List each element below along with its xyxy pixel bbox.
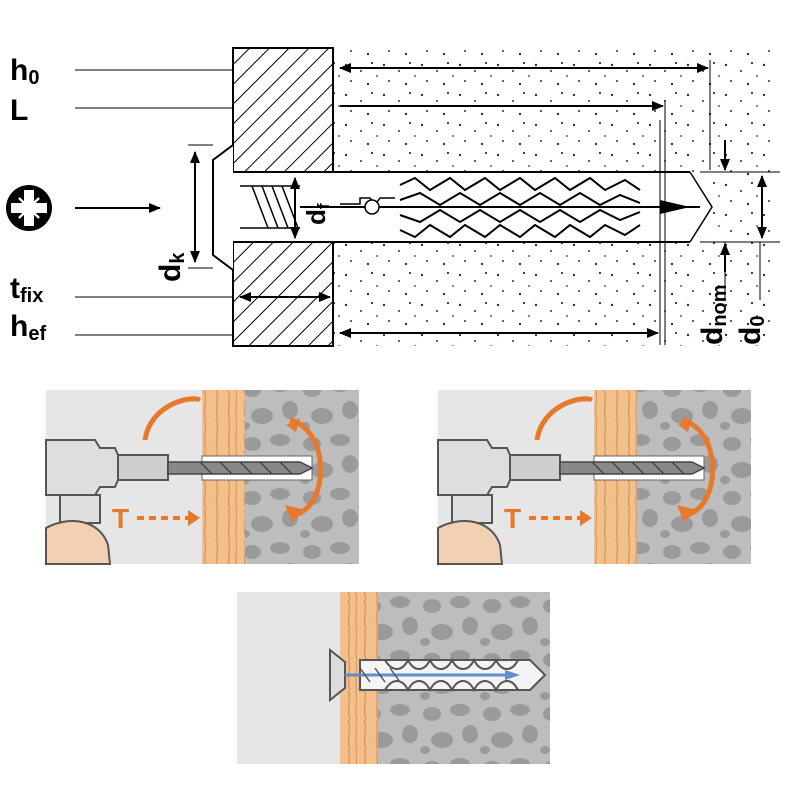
step-2-mode-label: T bbox=[504, 503, 521, 534]
step-1-mode-label: T bbox=[112, 503, 129, 534]
label-L: L bbox=[10, 94, 28, 127]
label-dnom: dnom bbox=[696, 284, 731, 345]
wall-plug bbox=[340, 176, 641, 239]
label-df: df bbox=[301, 203, 333, 225]
pozidriv-cross-icon bbox=[6, 185, 52, 231]
label-h0: h0 bbox=[10, 54, 39, 89]
label-hef: hef bbox=[10, 310, 46, 345]
screw-head bbox=[212, 144, 234, 271]
label-tfix: tfix bbox=[10, 272, 43, 307]
step-1-drilling-panel: T bbox=[45, 390, 359, 565]
step-2-drilling-panel: T bbox=[437, 390, 751, 565]
step-3-installed-panel bbox=[237, 592, 550, 764]
label-dk: dk bbox=[154, 252, 189, 282]
drill-hole-tip bbox=[689, 171, 713, 243]
technical-drawing: h0 L tfix hef dk df dnom d0 bbox=[6, 47, 780, 347]
label-d0: d0 bbox=[734, 316, 769, 345]
